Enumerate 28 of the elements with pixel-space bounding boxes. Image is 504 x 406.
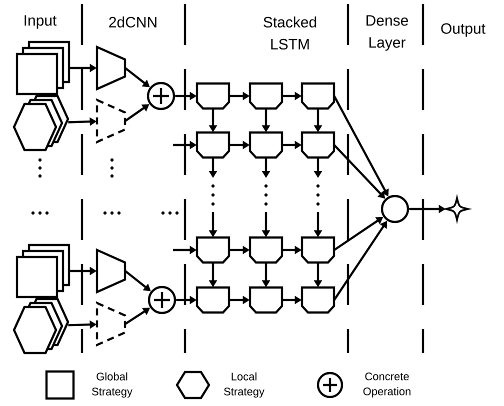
- lstm-cell: [196, 82, 230, 110]
- lstm-cell: [196, 286, 230, 314]
- legend-text: Concrete Operation: [363, 372, 410, 398]
- lstm-cell: [300, 82, 336, 110]
- column-header: Stacked LSTM: [264, 16, 316, 50]
- square-stack: [16, 244, 70, 298]
- square-stack: [16, 40, 70, 96]
- plus-circle: [148, 286, 176, 314]
- circle: [380, 194, 410, 224]
- hexagon-stack: [12, 298, 70, 354]
- lstm-cell: [300, 131, 336, 159]
- lstm-cell: [196, 131, 230, 159]
- lstm-cell: [300, 236, 336, 264]
- column-header: Input: [24, 15, 57, 29]
- lstm-cell: [248, 236, 284, 264]
- column-header: Output: [441, 23, 486, 37]
- lstm-cell: [248, 131, 284, 159]
- legend-text: Local Strategy: [224, 372, 264, 398]
- plus-circle: [146, 82, 176, 110]
- lstm-cell: [248, 286, 284, 314]
- legend-text: Global Strategy: [92, 372, 132, 398]
- hexagon-stack: [12, 94, 70, 152]
- column-header: Dense Layer: [366, 15, 408, 51]
- lstm-cell: [300, 286, 336, 314]
- star: [445, 197, 469, 221]
- lstm-cell: [248, 82, 284, 110]
- lstm-cell: [196, 236, 230, 264]
- column-header: 2dCNN: [109, 16, 156, 28]
